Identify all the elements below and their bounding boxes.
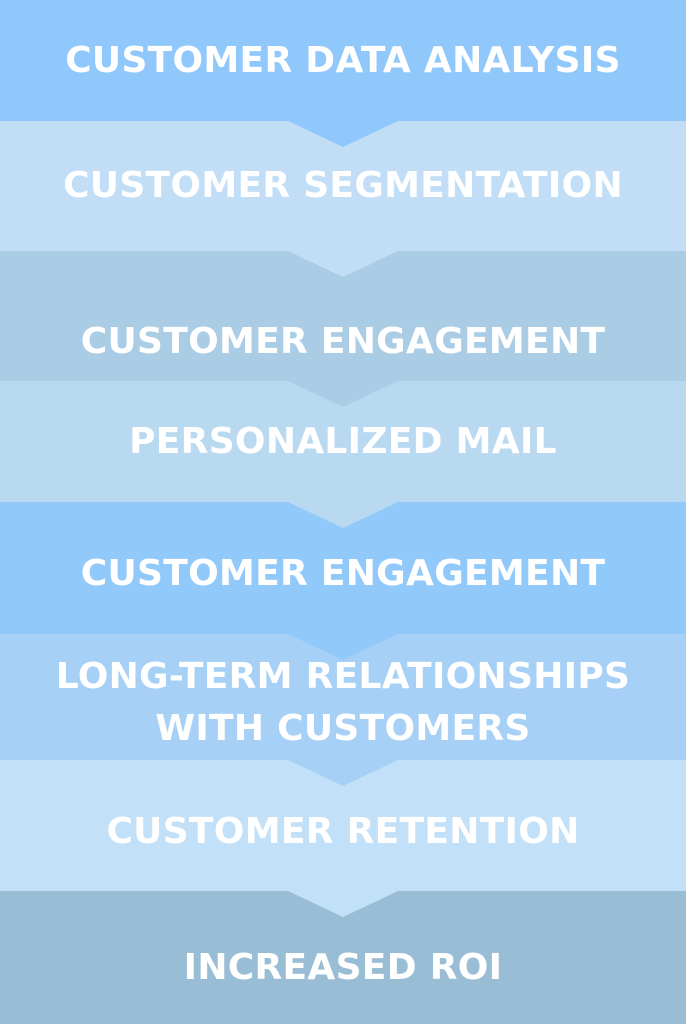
step-6: LONG-TERM RELATIONSHIPS WITH CUSTOMERS bbox=[0, 634, 686, 760]
step-2-label: CUSTOMER SEGMENTATION bbox=[63, 165, 623, 206]
step-4: PERSONALIZED MAIL bbox=[0, 381, 686, 502]
step-7-label: CUSTOMER RETENTION bbox=[106, 810, 580, 852]
step-1: CUSTOMER DATA ANALYSIS bbox=[0, 0, 686, 121]
step-3: CUSTOMER ENGAGEMENT bbox=[0, 251, 686, 381]
step-3-label: CUSTOMER ENGAGEMENT bbox=[80, 321, 606, 362]
step-4-label: PERSONALIZED MAIL bbox=[129, 420, 557, 462]
step-5: CUSTOMER ENGAGEMENT bbox=[0, 502, 686, 634]
step-8-label: INCREASED ROI bbox=[183, 946, 503, 988]
step-5-label: CUSTOMER ENGAGEMENT bbox=[80, 553, 606, 594]
step-2: CUSTOMER SEGMENTATION bbox=[0, 121, 686, 251]
step-8: INCREASED ROI bbox=[0, 891, 686, 1024]
step-6-label: LONG-TERM RELATIONSHIPS WITH CUSTOMERS bbox=[55, 656, 631, 749]
step-1-label: CUSTOMER DATA ANALYSIS bbox=[65, 39, 621, 81]
step-7: CUSTOMER RETENTION bbox=[0, 760, 686, 891]
